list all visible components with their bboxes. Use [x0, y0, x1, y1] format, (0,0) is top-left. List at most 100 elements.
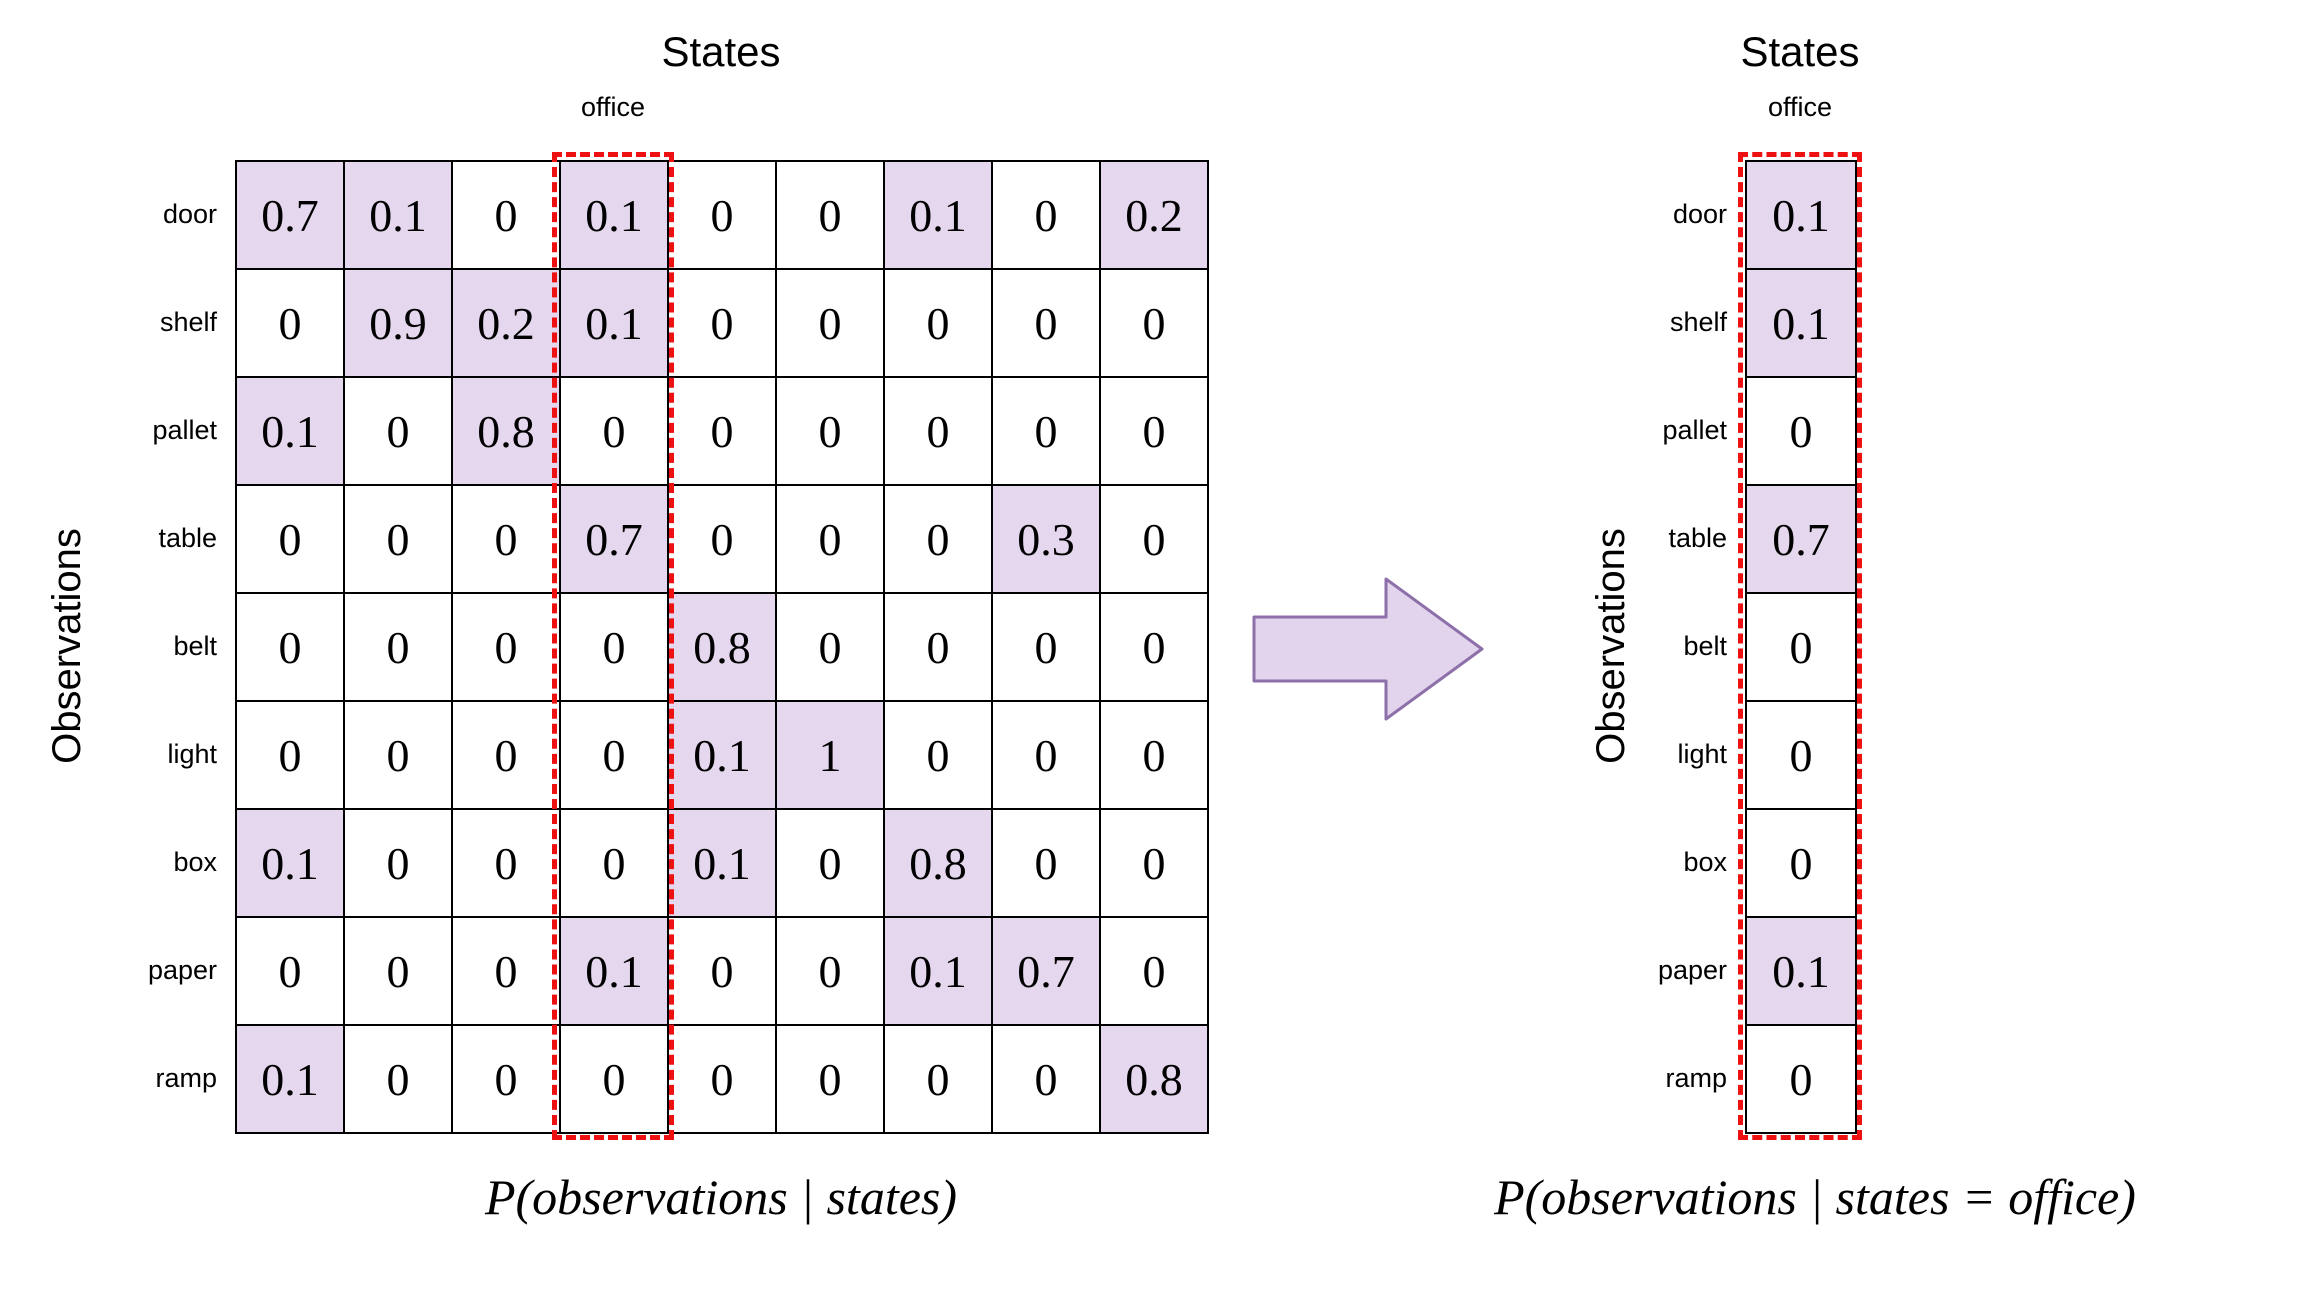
matrix-cell: 0 [561, 1026, 669, 1134]
matrix-cell: 0 [993, 702, 1101, 810]
matrix-cell: 0.1 [669, 702, 777, 810]
row-label: door [162, 198, 217, 229]
right-states-title: States [1740, 28, 1860, 75]
matrix-cell: 0 [345, 594, 453, 702]
matrix-cell: 0.1 [1747, 918, 1857, 1026]
right-row-labels: door shelf pallet table belt light box paper ram… [1550, 160, 1735, 1132]
matrix-cell: 0.1 [669, 810, 777, 918]
matrix-cell: 0.2 [453, 270, 561, 378]
matrix-cell: 0 [669, 486, 777, 594]
matrix-cell: 0 [777, 162, 885, 270]
row-label: paper [147, 954, 217, 985]
matrix-cell: 0 [885, 702, 993, 810]
matrix-cell: 0 [993, 594, 1101, 702]
left-office-label: office [580, 92, 646, 122]
matrix-cell: 0 [561, 702, 669, 810]
matrix-cell: 0.1 [237, 810, 345, 918]
right-caption: P(observations | states = office) [1494, 1169, 2136, 1225]
matrix-cell: 0 [993, 270, 1101, 378]
matrix-cell: 0 [669, 378, 777, 486]
matrix-cell: 0 [453, 918, 561, 1026]
matrix-cell: 0.1 [561, 918, 669, 1026]
row-label: ramp [155, 1062, 217, 1093]
matrix-cell: 0 [1747, 378, 1857, 486]
matrix-cell: 0 [561, 378, 669, 486]
matrix-cell: 0.1 [885, 918, 993, 1026]
matrix-cell: 0 [885, 1026, 993, 1134]
matrix-cell: 1 [777, 702, 885, 810]
matrix-cell: 0.8 [1101, 1026, 1209, 1134]
matrix-cell: 0 [237, 594, 345, 702]
matrix-cell: 0 [777, 378, 885, 486]
matrix-cell: 0 [777, 810, 885, 918]
row-label: light [1677, 738, 1727, 769]
matrix-cell: 0.1 [237, 1026, 345, 1134]
matrix-cell: 0.9 [345, 270, 453, 378]
matrix-cell: 0.7 [993, 918, 1101, 1026]
matrix-cell: 0 [885, 270, 993, 378]
matrix-cell: 0 [777, 1026, 885, 1134]
matrix-cell: 0.2 [1101, 162, 1209, 270]
matrix-cell: 0 [561, 810, 669, 918]
matrix-cell: 0 [1101, 378, 1209, 486]
matrix-cell: 0 [345, 918, 453, 1026]
row-label: door [1672, 198, 1727, 229]
matrix-cell: 0 [1747, 1026, 1857, 1134]
matrix-cell: 0.7 [1747, 486, 1857, 594]
matrix-cell: 0 [237, 918, 345, 1026]
matrix-cell: 0 [237, 270, 345, 378]
matrix-cell: 0.1 [561, 162, 669, 270]
row-label: pallet [1662, 414, 1727, 445]
matrix-cell: 0 [777, 486, 885, 594]
right-arrow-icon [1252, 577, 1484, 721]
matrix-cell: 0 [1101, 486, 1209, 594]
row-label: pallet [152, 414, 217, 445]
matrix-cell: 0 [669, 1026, 777, 1134]
matrix-cell: 0 [453, 162, 561, 270]
matrix-cell: 0 [453, 702, 561, 810]
matrix-cell: 0 [453, 1026, 561, 1134]
row-label: belt [1683, 630, 1727, 661]
row-label: belt [173, 630, 217, 661]
matrix-cell: 0 [1101, 270, 1209, 378]
row-label: light [167, 738, 217, 769]
matrix-cell: 0.1 [1747, 270, 1857, 378]
row-label: box [1683, 846, 1727, 877]
row-label: shelf [1669, 306, 1727, 337]
matrix-cell: 0.7 [237, 162, 345, 270]
matrix-cell: 0 [993, 162, 1101, 270]
left-caption: P(observations | states) [484, 1169, 958, 1225]
matrix-cell: 0 [345, 810, 453, 918]
matrix-cell: 0 [885, 486, 993, 594]
matrix-cell: 0 [993, 378, 1101, 486]
row-label: paper [1657, 954, 1727, 985]
matrix-cell: 0 [885, 594, 993, 702]
matrix-cell: 0 [777, 918, 885, 1026]
matrix-cell: 0 [1747, 594, 1857, 702]
row-label: table [158, 522, 217, 553]
matrix-cell: 0 [777, 270, 885, 378]
matrix-cell: 0.1 [561, 270, 669, 378]
matrix-cell: 0 [237, 702, 345, 810]
matrix-cell: 0 [885, 378, 993, 486]
row-label: ramp [1665, 1062, 1727, 1093]
matrix-cell: 0.1 [885, 162, 993, 270]
row-label: shelf [159, 306, 217, 337]
matrix-cell: 0 [777, 594, 885, 702]
matrix-cell: 0 [345, 378, 453, 486]
matrix-cell: 0.1 [1747, 162, 1857, 270]
matrix-cell: 0 [1747, 810, 1857, 918]
matrix-cell: 0 [669, 162, 777, 270]
matrix-cell: 0 [669, 270, 777, 378]
matrix-cell: 0 [561, 594, 669, 702]
matrix-cell: 0 [237, 486, 345, 594]
matrix-cell: 0 [993, 1026, 1101, 1134]
matrix-cell: 0 [1101, 918, 1209, 1026]
matrix-cell: 0 [453, 810, 561, 918]
matrix-cell: 0 [1101, 810, 1209, 918]
matrix-cell: 0 [453, 594, 561, 702]
row-label: table [1668, 522, 1727, 553]
